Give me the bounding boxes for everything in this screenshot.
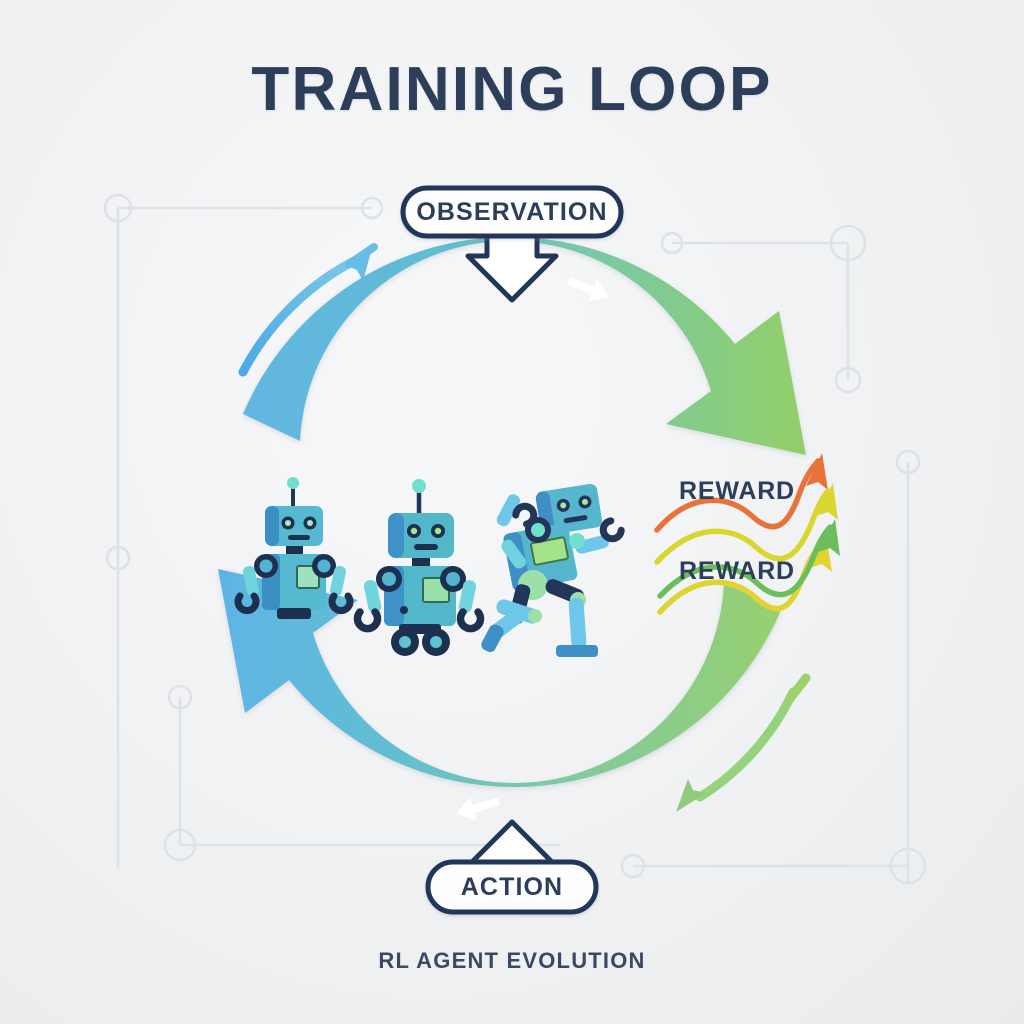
observation-label[interactable]: OBSERVATION xyxy=(416,198,608,226)
page-title: TRAINING LOOP xyxy=(251,55,773,124)
agent-stage-3-robot xyxy=(481,483,625,657)
reward-label-1: REWARD xyxy=(679,477,795,505)
agent-stage-2-robot xyxy=(353,479,485,656)
circuit-decoration-right xyxy=(895,449,921,884)
circuit-decoration-bottom-right xyxy=(620,847,927,885)
observation-node[interactable] xyxy=(400,185,624,239)
reward-curves-group-1 xyxy=(654,453,838,565)
arrow-right-icon xyxy=(567,277,610,302)
reward-curves-group-2 xyxy=(657,519,840,615)
bottom-thin-arrow xyxy=(676,673,811,812)
action-node[interactable] xyxy=(425,859,599,915)
loop-arc-top xyxy=(243,237,806,455)
arrow-left-icon xyxy=(456,797,500,821)
page-caption: RL AGENT EVOLUTION xyxy=(378,948,646,973)
loop-arc-bottom xyxy=(218,569,781,787)
circuit-decoration-top-right xyxy=(660,224,867,394)
reward-label-2: REWARD xyxy=(679,557,795,585)
agent-stage-1-robot xyxy=(234,477,354,619)
circuit-decoration-top-left xyxy=(103,193,384,868)
top-thin-arrow xyxy=(238,243,378,377)
action-label[interactable]: ACTION xyxy=(460,873,564,901)
